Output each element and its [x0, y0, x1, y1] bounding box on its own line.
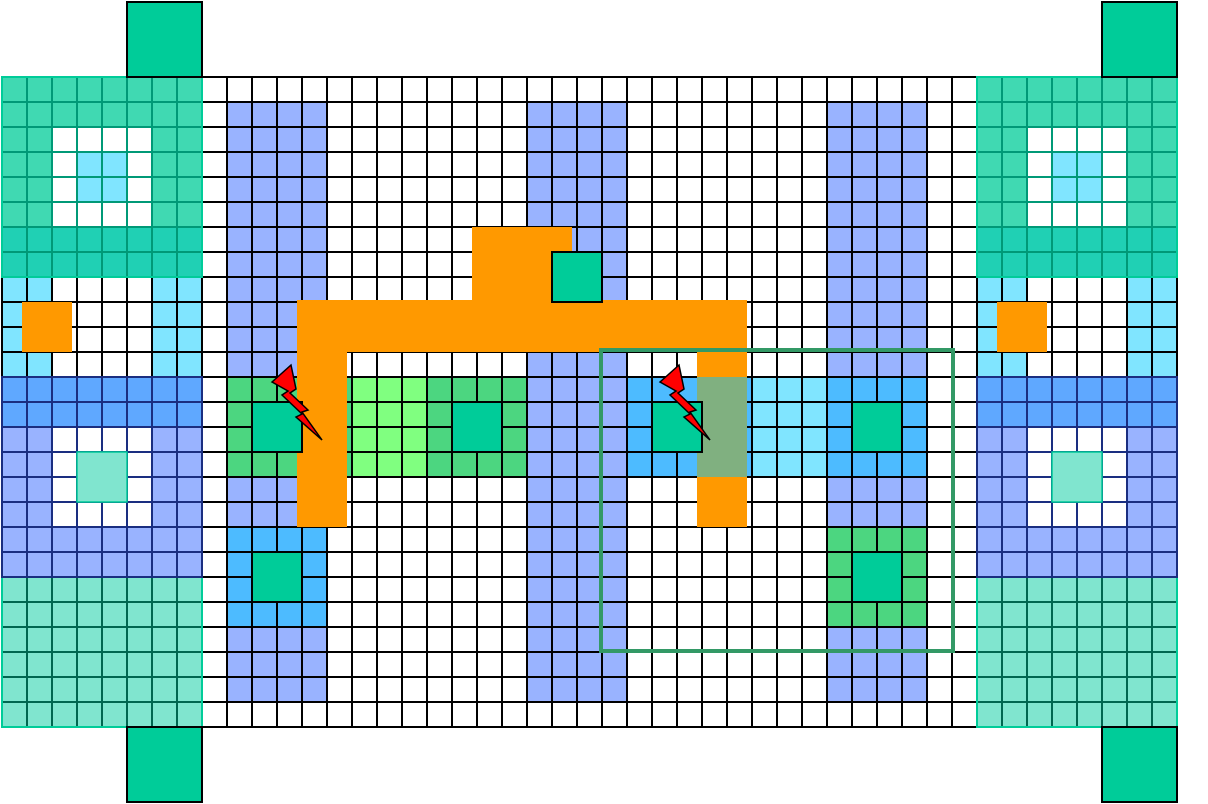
- right-io-pad-top: [1101, 1, 1178, 78]
- right-guard-ring-mid-border: [976, 376, 1178, 578]
- device-cell: [551, 251, 603, 303]
- lightning-bolt-icon: [658, 363, 711, 441]
- selection-box: [599, 348, 955, 653]
- lightning-bolt-icon: [270, 363, 323, 441]
- left-io-pad-top: [126, 1, 203, 78]
- device-cell: [251, 401, 303, 453]
- left-guard-ring-mid-core: [76, 451, 128, 503]
- device-cell: [851, 401, 903, 453]
- device-cell: [451, 401, 503, 453]
- right-orange-contact: [997, 302, 1047, 352]
- right-guard-ring-mid-core: [1051, 451, 1103, 503]
- left-guard-ring-mid-border: [1, 376, 203, 578]
- left-orange-contact: [22, 302, 72, 352]
- right-io-pad-bottom: [1101, 726, 1178, 803]
- left-io-pad-bottom: [126, 726, 203, 803]
- orange-route-overlap: [697, 377, 747, 477]
- device-cell: [851, 551, 903, 603]
- orange-route-bar: [297, 300, 747, 352]
- device-cell: [251, 551, 303, 603]
- right-guard-ring-top-border: [976, 76, 1178, 278]
- left-guard-ring-top-border: [1, 76, 203, 278]
